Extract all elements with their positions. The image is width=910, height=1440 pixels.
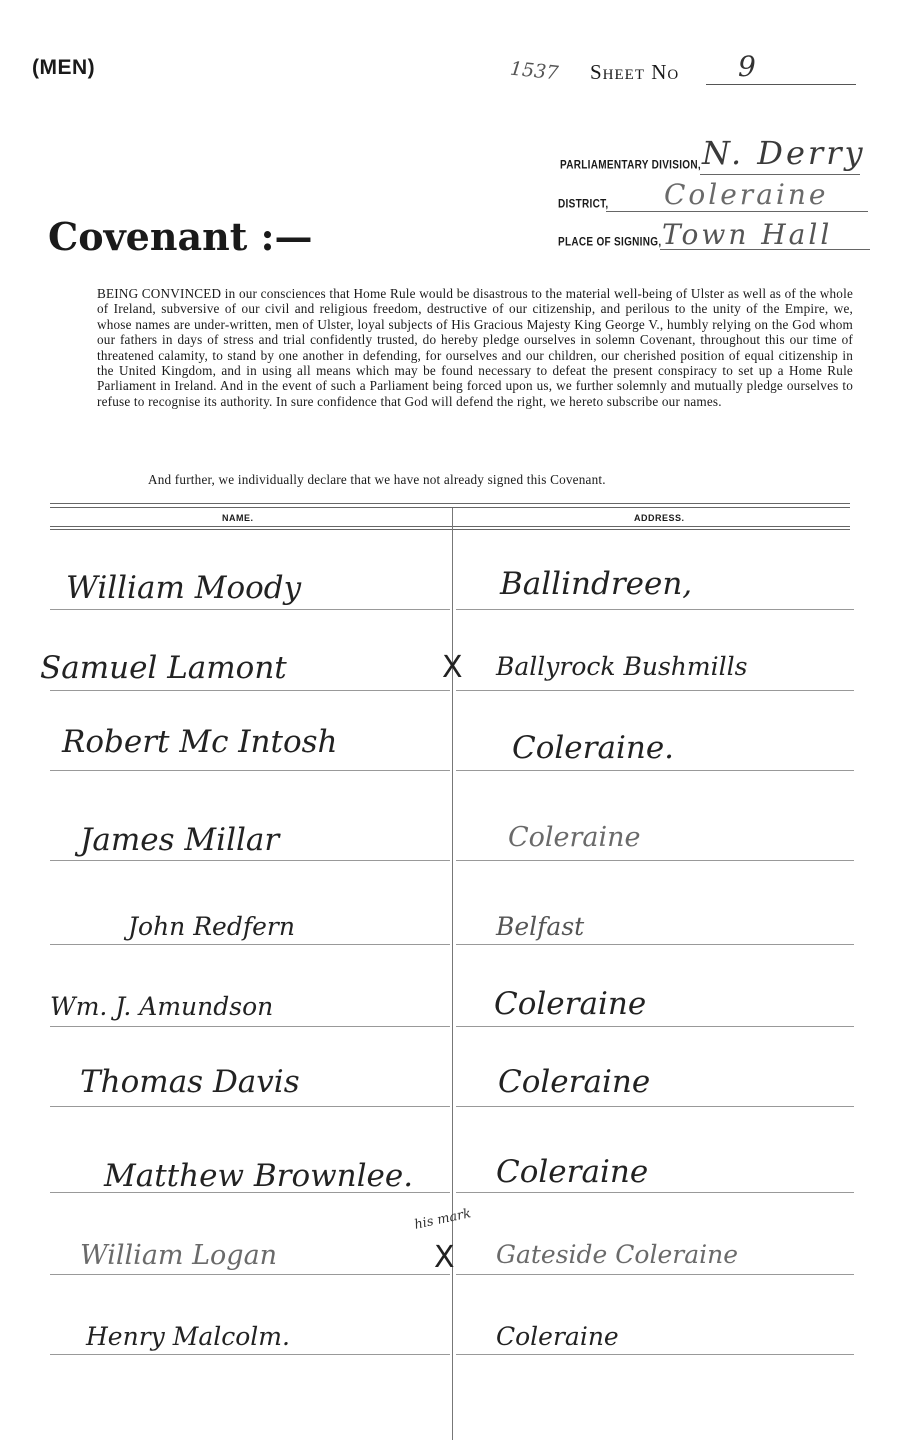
men-label: (MEN) <box>32 56 96 79</box>
signature-name: Matthew Brownlee. <box>104 1158 414 1194</box>
row-line <box>50 1106 450 1107</box>
signature-address: Ballindreen, <box>500 566 693 602</box>
division-label: PARLIAMENTARY DIVISION, <box>560 158 701 173</box>
signature-name: Thomas Davis <box>80 1064 300 1100</box>
signature-name: Samuel Lamont <box>40 650 287 686</box>
signature-name: John Redfern <box>128 912 295 941</box>
covenant-title: Covenant :— <box>48 214 313 259</box>
table-top-rule-inner <box>50 507 850 508</box>
covenant-preamble: BEING CONVINCED in our consciences that … <box>97 286 853 409</box>
row-line <box>50 690 450 691</box>
district-label: DISTRICT, <box>558 197 609 212</box>
signature-address: Coleraine <box>494 986 647 1022</box>
row-line <box>50 609 450 610</box>
place-value: Town Hall <box>662 218 833 251</box>
signature-address: Belfast <box>496 912 585 941</box>
row-line <box>456 690 854 691</box>
column-divider <box>452 508 453 1440</box>
table-top-rule <box>50 503 850 504</box>
row-line <box>456 1354 854 1355</box>
row-line <box>456 1192 854 1193</box>
sheet-number-value: 9 <box>738 50 756 83</box>
sheet-pencil-number: 1537 <box>508 57 560 85</box>
row-line <box>50 1192 450 1193</box>
row-line <box>50 944 450 945</box>
signature-name: William Moody <box>66 570 302 606</box>
row-line <box>456 609 854 610</box>
signature-address: Coleraine <box>498 1064 651 1100</box>
header-bottom-rule <box>50 526 850 527</box>
row-line <box>456 1274 854 1275</box>
signature-address: Ballyrock Bushmills <box>496 652 748 681</box>
signature-address: Coleraine <box>496 1154 649 1190</box>
address-column-header: ADDRESS. <box>634 513 685 523</box>
division-line <box>700 174 860 175</box>
signature-name: Henry Malcolm. <box>86 1322 290 1351</box>
district-line <box>606 211 868 212</box>
signature-name: James Millar <box>80 822 280 858</box>
row-line <box>50 770 450 771</box>
row-line <box>50 1026 450 1027</box>
his-mark-note: his mark <box>413 1206 473 1233</box>
signature-name: Wm. J. Amundson <box>50 992 274 1021</box>
place-label: PLACE OF SIGNING, <box>558 235 662 250</box>
district-value: Coleraine <box>664 178 829 211</box>
signature-mark: X <box>434 1240 455 1275</box>
row-line <box>456 860 854 861</box>
signature-name: Robert Mc Intosh <box>62 724 338 760</box>
row-line <box>50 1354 450 1355</box>
header-bottom-rule-inner <box>50 529 850 530</box>
row-line <box>50 1274 450 1275</box>
row-line <box>456 944 854 945</box>
signature-address: Coleraine <box>508 822 641 853</box>
signature-mark: X <box>442 650 463 685</box>
place-line <box>660 249 870 250</box>
sheet-number-label: Sheet No <box>590 60 680 84</box>
covenant-declaration: And further, we individually declare tha… <box>148 472 606 487</box>
signature-address: Gateside Coleraine <box>496 1240 739 1269</box>
signature-address: Coleraine. <box>512 730 675 766</box>
row-line <box>456 1106 854 1107</box>
row-line <box>50 860 450 861</box>
row-line <box>456 1026 854 1027</box>
signature-name: William Logan <box>80 1240 278 1271</box>
signature-address: Coleraine <box>496 1322 619 1351</box>
sheet-number-line <box>706 84 856 85</box>
division-value: N. Derry <box>702 134 866 172</box>
name-column-header: NAME. <box>222 513 254 523</box>
row-line <box>456 770 854 771</box>
